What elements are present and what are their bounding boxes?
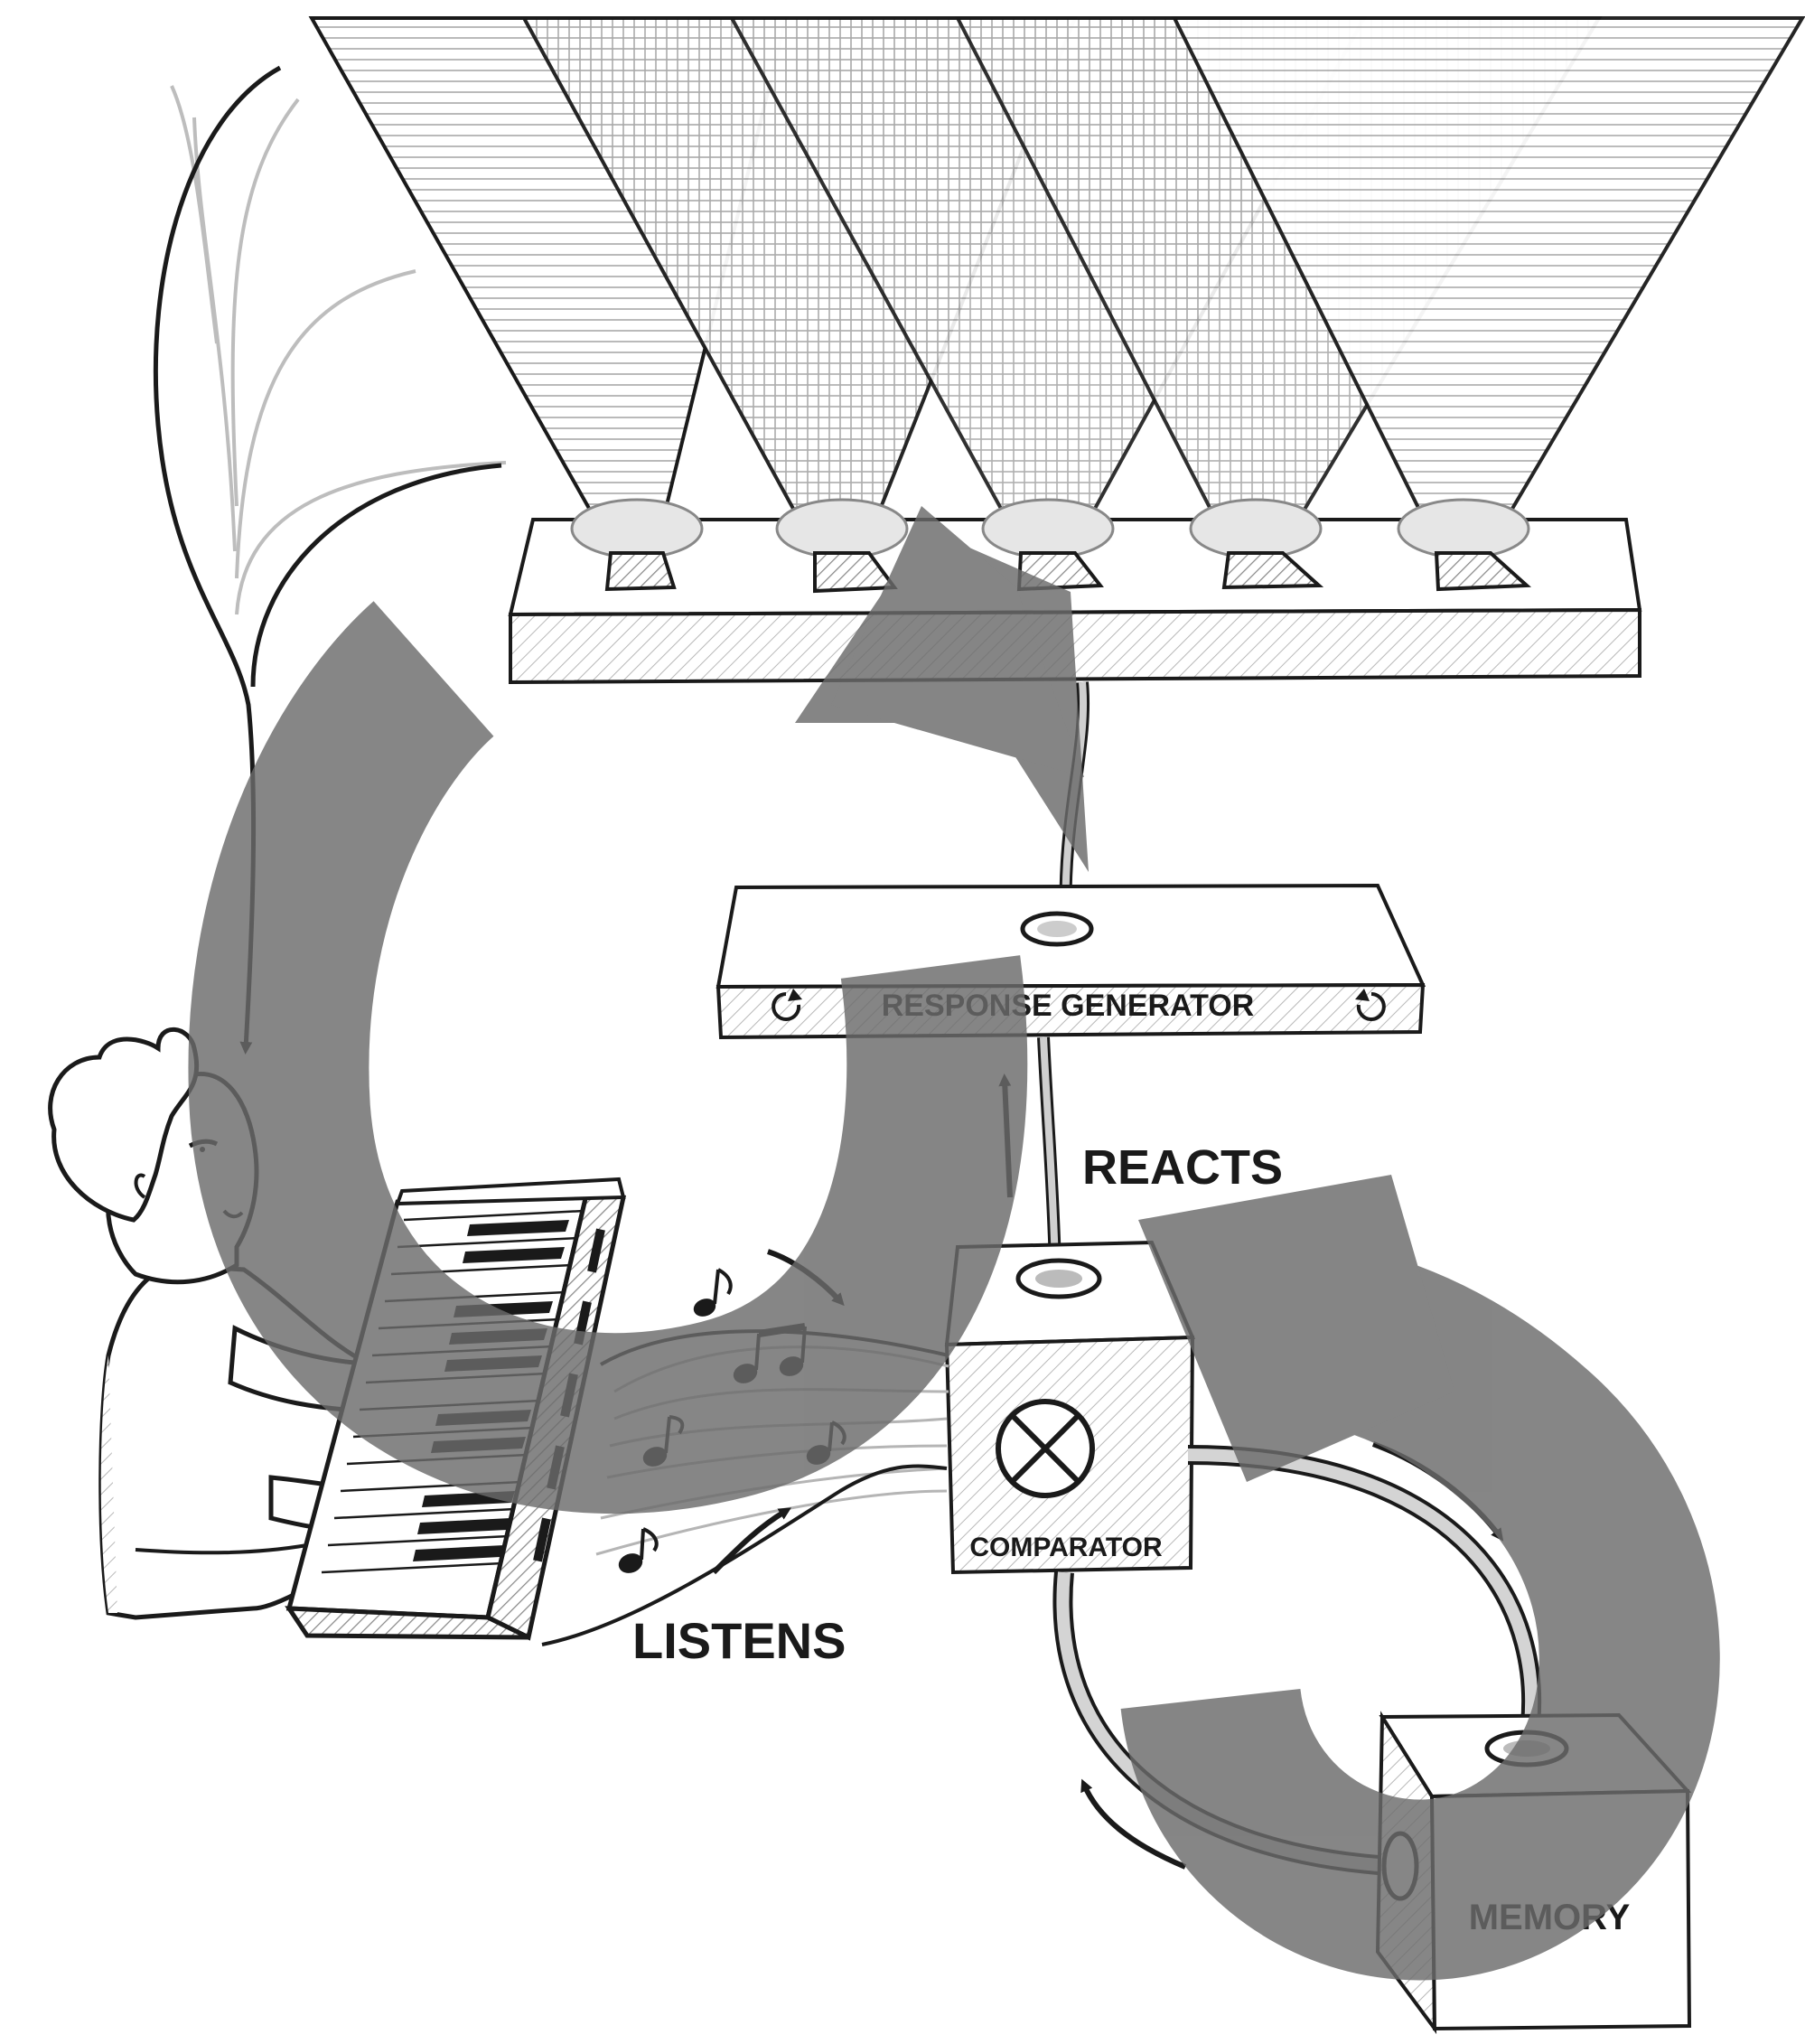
- eighth-note-icon: [692, 1270, 731, 1319]
- eighth-note-icon-3: [616, 1529, 656, 1576]
- comparator-label: COMPARATOR: [969, 1533, 1163, 1562]
- listens-label: LISTENS: [632, 1612, 846, 1669]
- sound-flow-arrow-bottom-icon: [714, 1511, 786, 1572]
- reacts-label: REACTS: [1082, 1140, 1283, 1195]
- circled-x-icon: [998, 1402, 1092, 1495]
- response-generator-box: RESPONSE GENERATOR: [718, 886, 1423, 1037]
- loop-arrow-large-icon: [278, 669, 937, 1423]
- speaker-beams: [312, 18, 1802, 553]
